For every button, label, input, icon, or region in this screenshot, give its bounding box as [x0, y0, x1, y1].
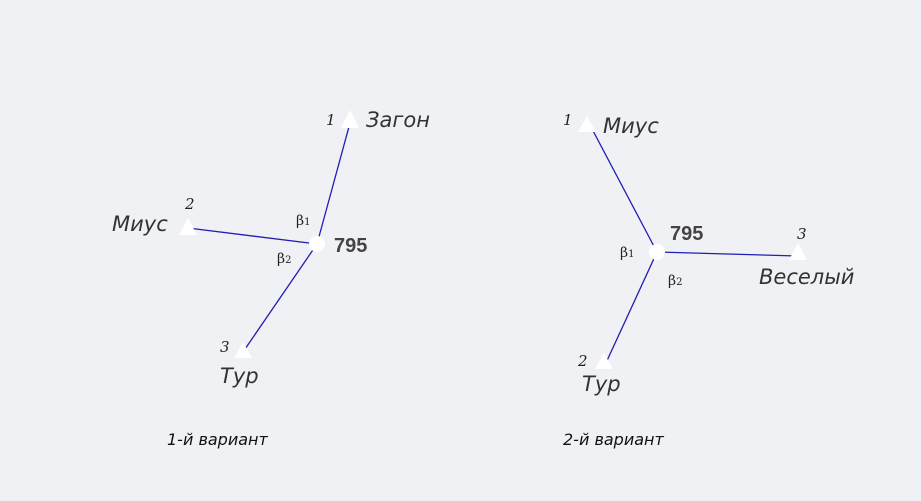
angle-label-beta1: β1 — [620, 245, 634, 261]
station-name: Тур — [220, 364, 259, 388]
direction-line-to-mius — [590, 126, 658, 253]
triangulation-point-icon — [234, 342, 252, 358]
variant-1-diagram: 1 Загон 2 Миус 3 Тур β1 β2 795 1-й вариа… — [112, 108, 430, 449]
station-name: Миус — [112, 212, 168, 236]
point-number-label: 795 — [334, 235, 367, 257]
determined-point-icon — [649, 244, 665, 260]
station-number: 3 — [220, 338, 230, 356]
station-name: Веселый — [759, 265, 854, 289]
triangulation-point-icon — [179, 218, 197, 235]
variant-2-diagram: 1 Миус 2 Тур 3 Веселый β1 β2 795 2-й вар… — [563, 111, 854, 449]
direction-line-to-zagon — [316, 122, 351, 245]
angle-label-beta2: β2 — [277, 251, 291, 267]
direction-line-to-veselyi — [656, 251, 799, 257]
variant-caption: 1-й вариант — [167, 430, 268, 449]
station-number: 2 — [577, 352, 588, 370]
angle-label-beta2: β2 — [668, 273, 682, 289]
station-number: 1 — [563, 111, 573, 129]
triangulation-point-icon — [789, 243, 807, 260]
station-number: 2 — [184, 195, 195, 213]
direction-line-to-mius — [187, 227, 318, 245]
station-name: Тур — [582, 372, 621, 396]
variant-caption: 2-й вариант — [563, 430, 664, 449]
station-name: Загон — [366, 108, 430, 132]
determined-point-icon — [309, 236, 325, 252]
direction-line-to-tur — [242, 243, 318, 353]
direction-line-to-tur — [604, 251, 658, 366]
angle-label-beta1: β1 — [296, 213, 310, 229]
station-number: 3 — [797, 225, 807, 243]
point-number-label: 795 — [670, 223, 703, 245]
triangulation-point-icon — [341, 110, 359, 128]
triangulation-point-icon — [595, 353, 613, 369]
station-name: Миус — [603, 114, 659, 138]
triangulation-point-icon — [578, 116, 596, 132]
station-number: 1 — [326, 111, 336, 129]
